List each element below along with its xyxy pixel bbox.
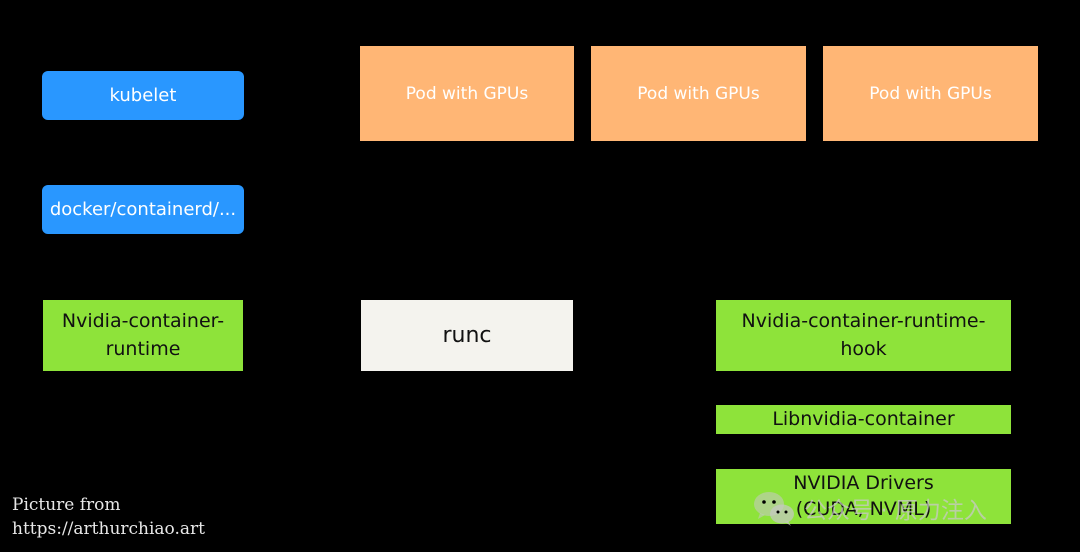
nvidia-container-runtime-label-line1: Nvidia-container- [61, 309, 225, 332]
watermark-text: 公众号 · 原力注入 [804, 498, 987, 524]
nvidia-container-runtime-label-line2: runtime [105, 337, 181, 360]
watermark: 公众号 · 原力注入 [752, 486, 987, 530]
docker-containerd-label: docker/containerd/... [49, 199, 237, 220]
runtime-hook-label-line2: hook [840, 337, 887, 360]
pod-label-1: Pod with GPUs [405, 83, 529, 104]
pod-label-3: Pod with GPUs [869, 83, 992, 104]
pod-with-gpus-box-2: Pod with GPUs [591, 46, 806, 141]
runc-box: runc [361, 300, 573, 371]
nvidia-drivers-label-line1: NVIDIA Drivers [793, 471, 934, 494]
nvidia-container-runtime-hook-box: Nvidia-container-runtime- hook [716, 300, 1011, 371]
libnvidia-container-box: Libnvidia-container [716, 405, 1011, 434]
nvidia-drivers-label-line2: (CUDA, NVML) [795, 497, 932, 520]
caption-line1: Picture from [12, 495, 121, 515]
docker-containerd-box: docker/containerd/... [42, 185, 244, 234]
caption-line2: https://arthurchiao.art [12, 519, 205, 539]
runtime-hook-label-line1: Nvidia-container-runtime- [741, 309, 986, 332]
pod-with-gpus-box-1: Pod with GPUs [360, 46, 574, 141]
kubelet-box: kubelet [42, 71, 244, 120]
wechat-icon [754, 492, 794, 526]
runc-label: runc [442, 323, 492, 348]
pod-with-gpus-box-3: Pod with GPUs [823, 46, 1038, 141]
picture-source-caption: Picture from https://arthurchiao.art [12, 493, 205, 541]
pod-label-2: Pod with GPUs [637, 83, 760, 104]
libnvidia-container-label: Libnvidia-container [772, 407, 955, 430]
nvidia-container-runtime-box: Nvidia-container- runtime [43, 300, 243, 371]
kubelet-label: kubelet [109, 85, 177, 106]
